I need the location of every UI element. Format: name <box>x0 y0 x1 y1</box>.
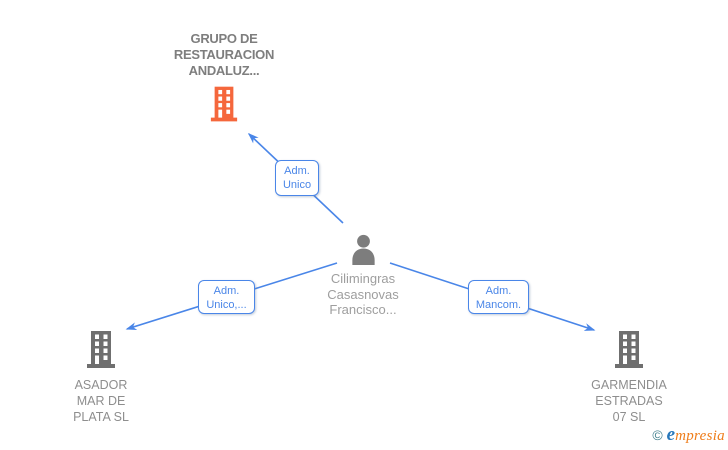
person-name: Cilimingras Casasnovas Francisco... <box>327 271 399 317</box>
edge-role-text: Mancom. <box>475 299 522 311</box>
building-icon <box>210 86 238 122</box>
building-icon <box>87 331 115 368</box>
edge-label-adm-unico-etc[interactable]: Adm. Unico,... <box>198 280 255 314</box>
building-icon <box>615 331 643 368</box>
company-right-name: GARMENDIA ESTRADAS 07 SL <box>591 378 667 424</box>
empresia-wordmark: empresia <box>666 424 725 445</box>
node-company-right[interactable]: GARMENDIA ESTRADAS 07 SL <box>568 331 690 425</box>
node-person[interactable]: Cilimingras Casasnovas Francisco... <box>288 234 438 318</box>
edge-role-text: Adm. <box>213 285 240 297</box>
person-icon <box>351 234 375 265</box>
copyright-icon: © <box>652 427 663 443</box>
empresia-logo[interactable]: © empresia <box>652 424 725 446</box>
node-main-company[interactable]: GRUPO DE RESTAURACION ANDALUZ... <box>134 31 314 123</box>
edge-role-text: Unico <box>282 179 312 191</box>
node-company-left[interactable]: ASADOR MAR DE PLATA SL <box>40 331 162 425</box>
edge-role-text: Unico,... <box>206 299 247 311</box>
edge-role-text: Adm. <box>485 285 512 297</box>
edge-label-adm-mancom[interactable]: Adm. Mancom. <box>468 280 529 314</box>
company-left-name: ASADOR MAR DE PLATA SL <box>73 378 129 424</box>
edge-label-adm-unico[interactable]: Adm. Unico <box>275 160 319 196</box>
main-company-name: GRUPO DE RESTAURACION ANDALUZ... <box>173 31 275 78</box>
edge-role-text: Adm. <box>284 165 310 177</box>
